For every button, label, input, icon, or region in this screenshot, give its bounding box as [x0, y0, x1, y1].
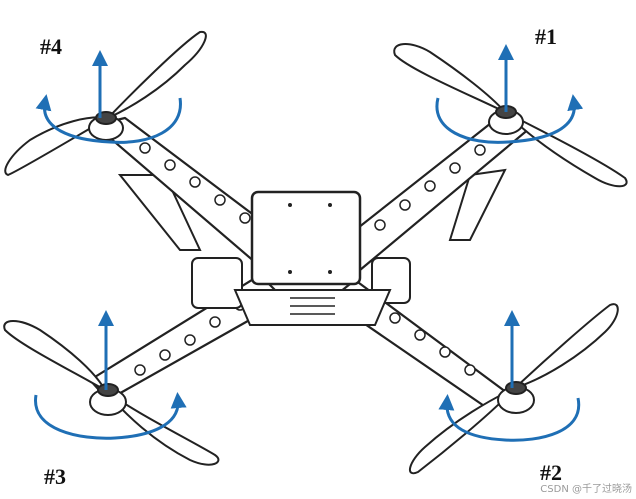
motor-1-label: #1 [535, 24, 557, 49]
bottom-plate [233, 289, 392, 326]
propeller-3-blade-a [3, 320, 108, 393]
propeller-4-blade-a [4, 116, 111, 177]
watermark-text: CSDN @千了过晓汤 [540, 484, 632, 495]
motor-4-label: #4 [40, 34, 62, 59]
rotation-arrows [34, 94, 584, 442]
propeller-4-blade-b [107, 30, 207, 119]
motor-3-body [89, 383, 127, 416]
propeller-1-blade-a [393, 43, 506, 113]
rotation-arrow-1 [435, 94, 584, 144]
propeller-2-blade-a [514, 303, 619, 389]
motor-3-label: #3 [44, 464, 66, 489]
landing-leg-left [117, 174, 202, 251]
pod-left [191, 257, 243, 309]
motor-1-body [488, 105, 524, 135]
landing-leg-right [448, 168, 507, 241]
propeller-1-blade-b [504, 111, 628, 188]
motors [88, 105, 535, 416]
rotation-arrow-2 [438, 394, 581, 442]
landing-legs [117, 168, 507, 251]
motor-2-label: #2 [540, 460, 562, 485]
motor-2-body [497, 381, 535, 414]
battery-pods [191, 257, 411, 309]
motor-4-body [88, 111, 124, 141]
center-body [250, 190, 362, 286]
rotation-arrow-4 [35, 94, 182, 144]
rotation-arrow-3 [34, 392, 187, 440]
thrust-arrows [92, 44, 520, 390]
